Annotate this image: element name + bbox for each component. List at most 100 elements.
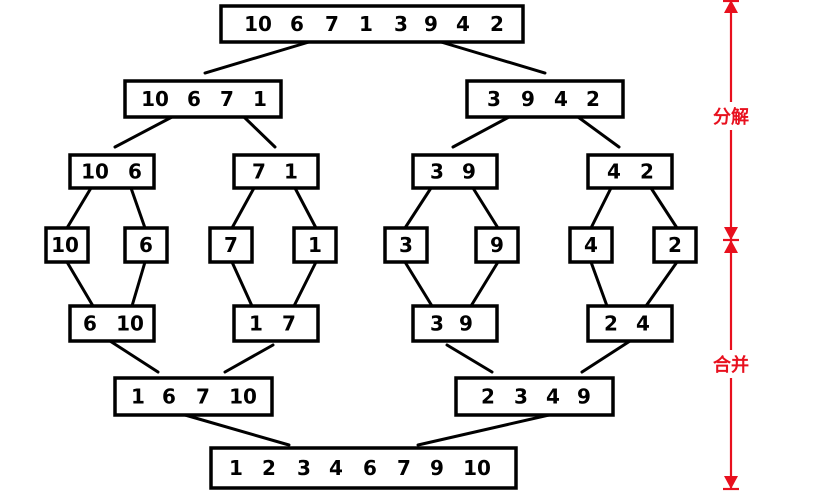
node-number: 4: [546, 385, 560, 409]
node-number: 10: [141, 87, 169, 111]
connector-line: [589, 186, 613, 230]
node-box: [411, 304, 499, 343]
arrow-up-middle: [724, 240, 738, 253]
node-number: 1: [359, 12, 373, 36]
node-number: 1: [253, 87, 267, 111]
node-box: [652, 226, 698, 264]
connectors: [65, 40, 679, 447]
node-number: 6: [139, 233, 153, 257]
node-number: 4: [456, 12, 470, 36]
node-leaf-8: 2: [652, 226, 698, 264]
node-box: [123, 226, 169, 264]
node-leaf-7: 4: [568, 226, 614, 264]
node-box: [68, 304, 156, 343]
node-box: [411, 153, 499, 190]
connector-line: [223, 343, 275, 374]
node-number: 9: [490, 233, 504, 257]
connector-line: [130, 260, 147, 308]
connector-line: [445, 343, 494, 374]
arrow-down-bottom: [724, 476, 738, 489]
connector-line: [416, 413, 551, 447]
node-number: 10: [81, 160, 109, 184]
connector-line: [65, 186, 93, 230]
connector-line: [108, 339, 160, 374]
node-box: [383, 226, 429, 264]
node-leaf-2: 6: [123, 226, 169, 264]
label-bg-split: [710, 102, 754, 130]
node-number: 3: [394, 12, 408, 36]
node-number: 1: [308, 233, 322, 257]
node-number: 10: [463, 456, 491, 480]
node-number: 10: [244, 12, 272, 36]
node-box: [465, 79, 625, 119]
connector-line: [471, 186, 500, 230]
node-box: [232, 153, 320, 190]
phase-label-merge: 合并: [713, 354, 749, 376]
node-leaf-5: 3: [383, 226, 429, 264]
node-number: 6: [162, 385, 176, 409]
node-number: 1: [229, 456, 243, 480]
node-box: [454, 376, 615, 417]
node-box: [68, 153, 156, 190]
node-number: 6: [83, 312, 97, 336]
node-number: 2: [262, 456, 276, 480]
node-number: 7: [397, 456, 411, 480]
node-number: 9: [459, 312, 473, 336]
node-number: 6: [363, 456, 377, 480]
node-leaf-6: 9: [474, 226, 520, 264]
node-number: 2: [481, 385, 495, 409]
connector-line: [580, 339, 632, 374]
node-box: [232, 304, 320, 343]
node-number: 2: [640, 160, 654, 184]
node-box: [44, 226, 90, 264]
node-box: [474, 226, 520, 264]
connector-line: [203, 40, 311, 75]
connector-line: [403, 260, 434, 308]
node-number: 10: [116, 312, 144, 336]
node-number: 9: [424, 12, 438, 36]
node-box: [208, 226, 254, 264]
node-number: 2: [604, 312, 618, 336]
node-number: 2: [586, 87, 600, 111]
node-number: 4: [636, 312, 650, 336]
node-number: 9: [462, 160, 476, 184]
connector-line: [649, 186, 679, 230]
connector-line: [576, 115, 621, 149]
node-number: 3: [297, 456, 311, 480]
node-box: [209, 446, 518, 490]
connector-line: [439, 40, 547, 75]
node-number: 3: [399, 233, 413, 257]
node-number: 10: [51, 233, 79, 257]
node-number: 6: [187, 87, 201, 111]
connector-line: [65, 260, 95, 308]
connector-line: [292, 260, 318, 308]
connector-line: [293, 186, 318, 230]
connector-line: [469, 260, 500, 308]
node-box: [568, 226, 614, 264]
node-leaf-3: 7: [208, 226, 254, 264]
connector-line: [230, 186, 256, 230]
node-number: 4: [554, 87, 568, 111]
node-number: 3: [430, 160, 444, 184]
node-number: 7: [252, 160, 266, 184]
node-leaf-4: 1: [292, 226, 338, 264]
node-box: [219, 4, 525, 44]
node-number: 2: [490, 12, 504, 36]
connector-line: [403, 186, 433, 230]
arrow-up-top: [724, 0, 738, 13]
node-box: [113, 376, 274, 417]
connector-line: [242, 115, 277, 149]
node-leaf-1: 10: [44, 226, 90, 264]
node-number: 7: [282, 312, 296, 336]
